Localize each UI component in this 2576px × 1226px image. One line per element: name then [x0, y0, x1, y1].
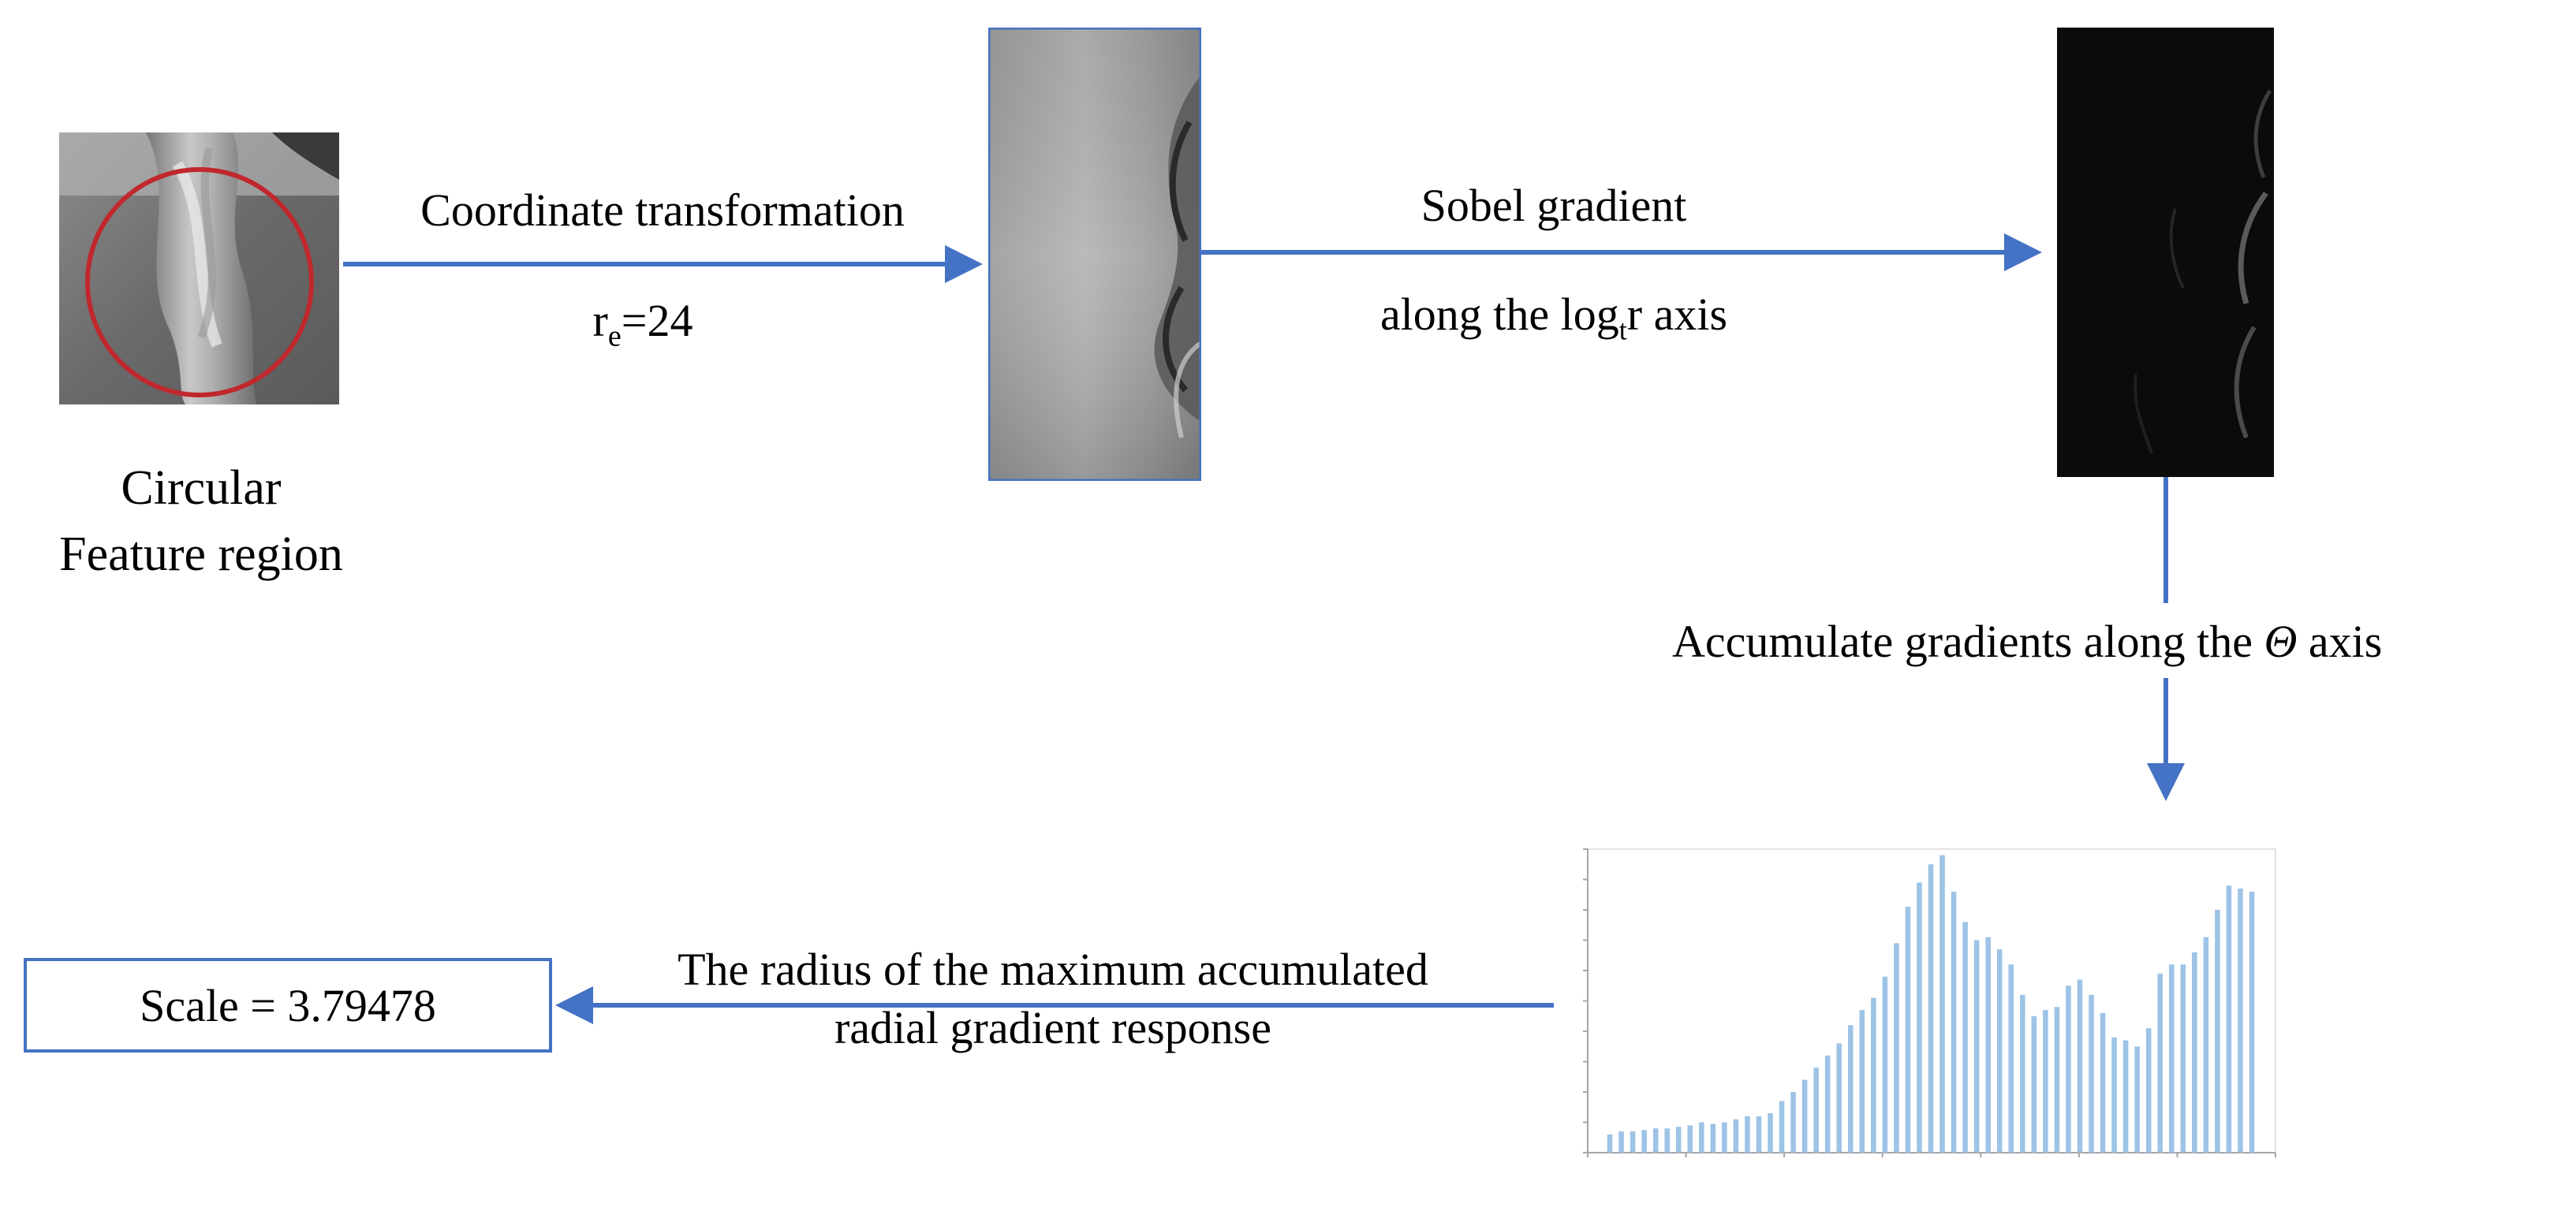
bar [1813, 1068, 1819, 1153]
bar [2168, 964, 2175, 1153]
feature-region-label: Circular Feature region [47, 456, 355, 587]
bar [1768, 1112, 1773, 1153]
gradient-image [2057, 28, 2274, 477]
bar [1630, 1131, 1636, 1153]
bar [1882, 976, 1888, 1153]
bar [1985, 937, 1991, 1153]
bar [1756, 1116, 1762, 1153]
bar [1664, 1128, 1670, 1153]
re-value: =24 [621, 295, 693, 346]
bar [1859, 1010, 1865, 1153]
bar [2249, 891, 2255, 1153]
bar [2203, 937, 2209, 1153]
bar [1894, 943, 1899, 1153]
feature-region-label-line1: Circular [121, 461, 282, 515]
sobel-label: Sobel gradient [1421, 180, 1687, 231]
bar [1710, 1124, 1716, 1153]
bar [1973, 940, 1980, 1153]
bar [2157, 973, 2163, 1153]
feature-region-image [59, 132, 339, 404]
bar [2226, 885, 2232, 1153]
accumulate-suffix: axis [2297, 616, 2383, 667]
bar [1618, 1131, 1624, 1153]
accumulate-label: Accumulate gradients along the Θ axis [1672, 619, 2382, 665]
bar [1905, 907, 1911, 1153]
scale-result-text: Scale = 3.79478 [140, 979, 436, 1031]
re-subscript: e [607, 319, 622, 353]
bar [2215, 910, 2220, 1153]
bar [2238, 889, 2243, 1153]
coord-transform-label: Coordinate transformation [420, 184, 905, 236]
bar [1824, 1055, 1831, 1153]
bar [1745, 1116, 1750, 1153]
bar [2077, 979, 2083, 1153]
bar [1790, 1092, 1796, 1153]
bar [2134, 1046, 2140, 1153]
bar [1641, 1130, 1647, 1153]
bar [1779, 1101, 1785, 1153]
bar [1607, 1134, 1613, 1153]
bar [1652, 1128, 1659, 1153]
bar [1962, 922, 1968, 1153]
bar [1722, 1122, 1727, 1153]
logpolar-image [988, 28, 1201, 481]
sobel-axis-subscript: t [1618, 314, 1627, 346]
bar [2020, 994, 2025, 1153]
bar [1871, 997, 1876, 1153]
bar [2008, 964, 2014, 1153]
sobel-axis-suffix: r axis [1626, 289, 1728, 340]
bar [2145, 1028, 2152, 1153]
bar [2089, 994, 2094, 1153]
bar [2180, 964, 2186, 1153]
sobel-axis-label: along the logtr axis [1246, 292, 1861, 345]
bar [1928, 864, 1934, 1153]
bar [2111, 1037, 2117, 1153]
bar [1687, 1125, 1693, 1153]
bar [1996, 949, 2003, 1153]
bar [1847, 1025, 1854, 1153]
bar [2100, 1012, 2106, 1153]
bar [1939, 855, 1945, 1153]
bar [2031, 1015, 2037, 1153]
bar [1675, 1127, 1682, 1153]
radius-label-line2: radial gradient response [834, 1002, 1271, 1054]
bar [2066, 986, 2071, 1153]
bar [2122, 1040, 2129, 1153]
bar [1801, 1079, 1808, 1153]
bar [2054, 1007, 2060, 1153]
bar [1699, 1122, 1704, 1153]
scale-result-box: Scale = 3.79478 [24, 958, 552, 1053]
re-label: re=24 [552, 298, 734, 352]
accumulated-gradient-chart [1583, 848, 2276, 1157]
bar [1917, 882, 1922, 1153]
re-prefix: r [592, 295, 608, 346]
feature-region-label-line2: Feature region [59, 527, 343, 581]
bar [1951, 891, 1957, 1153]
bar [2043, 1010, 2048, 1153]
radius-label: The radius of the maximum accumulated ra… [552, 941, 1554, 1057]
accumulate-prefix: Accumulate gradients along the [1672, 616, 2264, 667]
theta-symbol: Θ [2264, 616, 2298, 667]
radius-label-line1: The radius of the maximum accumulated [678, 944, 1428, 995]
bar [1836, 1043, 1842, 1153]
bar [1733, 1119, 1739, 1153]
bar [2192, 952, 2197, 1153]
sobel-axis-prefix: along the log [1379, 289, 1619, 340]
